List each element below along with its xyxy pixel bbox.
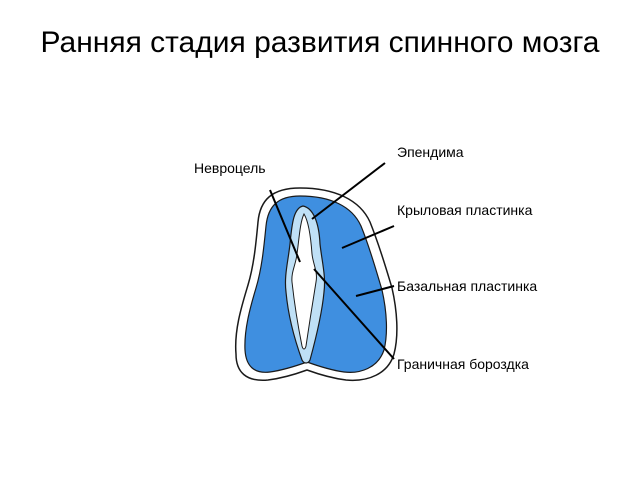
leader-line-basal-plate [355, 285, 395, 297]
leader-line-neurocoel [269, 189, 301, 263]
leader-line-ependyma [311, 162, 386, 220]
slide-title: Ранняя стадия развития спинного мозга [40, 26, 600, 59]
label-neurocoel: Невроцель [194, 160, 266, 176]
label-basal-plate: Базальная пластинка [397, 278, 538, 294]
neurocoel-lumen [291, 212, 317, 350]
label-sulcus-limitans: Граничная бороздка [397, 356, 529, 372]
label-ependyma: Эпендима [397, 144, 464, 160]
leader-line-sulcus-limitans [313, 268, 395, 360]
label-alar-plate: Крыловая пластинка [397, 202, 533, 218]
leader-line-alar-plate [341, 225, 395, 249]
